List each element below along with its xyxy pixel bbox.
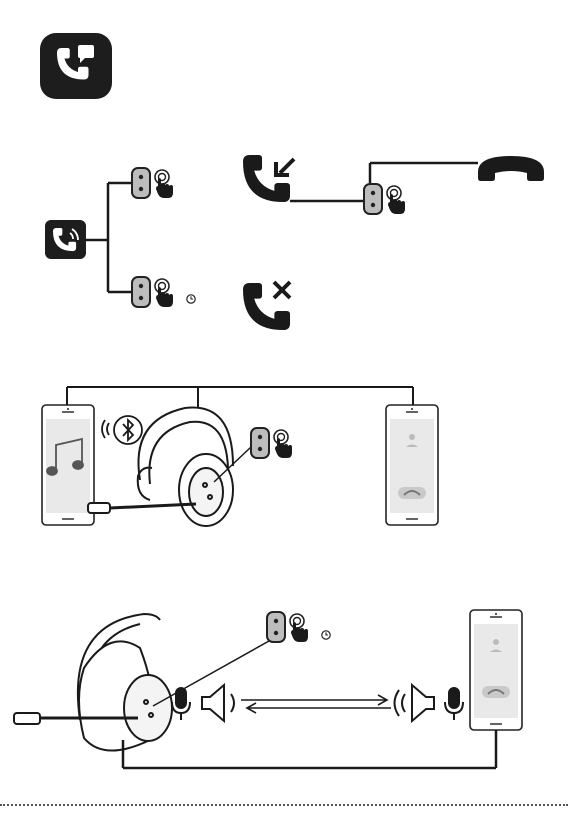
clock-icon [322,631,330,639]
microphone-icon [172,688,190,720]
transfer-press-button [267,612,308,642]
bracket-lines [67,387,413,408]
incoming-call-icon [243,155,294,202]
headset-illustration [88,407,233,526]
long-press-button [132,277,173,307]
clock-icon [187,295,195,303]
section-switch-device [42,387,438,526]
section-transfer-audio [14,610,522,768]
hangup-press-button [364,184,405,214]
dotted-divider [0,804,568,806]
short-press-button [132,168,173,198]
reject-call-icon [243,282,290,330]
microphone-icon [445,688,463,720]
speaker-icon [395,685,435,721]
bluetooth-icon [102,416,142,444]
phone-message-icon [40,33,112,99]
speaker-icon [202,685,234,721]
branch-lines [86,183,132,292]
switch-press-button [251,428,292,458]
hangup-lines [290,163,478,201]
section-answer-reject [45,155,544,330]
connection-bracket [123,730,496,768]
headset-illustration-large [14,614,172,751]
phone-call [386,405,438,525]
phone-music [42,405,94,525]
phone-call-2 [470,610,522,730]
handset-icon [478,156,544,181]
transfer-arrows [241,695,391,713]
phone-wave-icon [45,220,86,259]
